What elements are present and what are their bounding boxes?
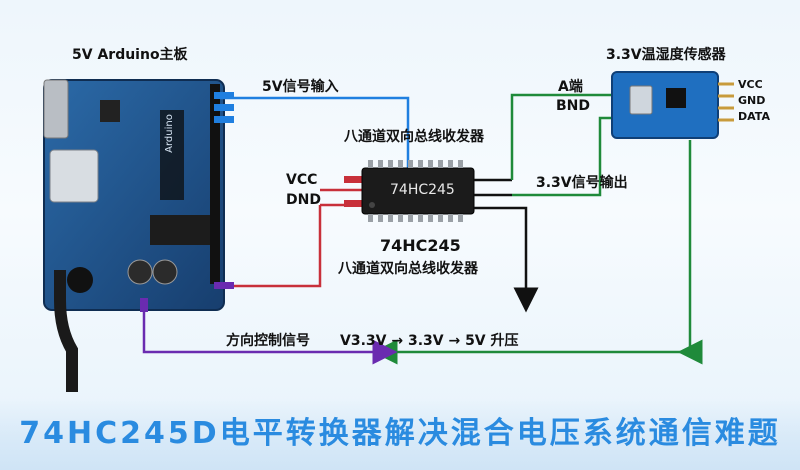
dnd-label: DND [286, 192, 321, 208]
board-brand-text: Arduino [163, 114, 175, 153]
b-pin-label: BND [556, 98, 591, 114]
wire-3v3-output [372, 93, 703, 365]
wire-5v-input [214, 92, 410, 170]
flow-label: V3.3V → 3.3V → 5V 升压 [340, 333, 519, 349]
sensor-data-pin: DATA [738, 110, 770, 123]
sensor-module [611, 71, 734, 139]
sensor-vcc-pin: VCC [738, 78, 763, 91]
chip-74hc245 [361, 160, 475, 222]
output-label: 3.3V信号输出 [536, 175, 628, 191]
chip-text: 74HC245 [390, 182, 455, 198]
wire-direction-control [140, 298, 398, 365]
sensor-label: 3.3V温湿度传感器 [606, 47, 726, 63]
arduino-label: 5V Arduino主板 [72, 47, 188, 63]
page-title: 74HC245D电平转换器解决混合电压系统通信难题 [19, 416, 781, 451]
a-pin-label: A端 [558, 79, 583, 95]
wire-output-black [474, 178, 539, 313]
chip-name-label: 74HC245 [380, 236, 461, 255]
arduino-board [43, 79, 225, 392]
sensor-gnd-pin: GND [738, 94, 766, 107]
wire-vcc-dnd [214, 176, 362, 289]
vcc-label: VCC [286, 172, 318, 188]
chip-sub-label: 八通道双向总线收发器 [338, 261, 478, 277]
input-label: 5V信号输入 [262, 79, 339, 95]
title-band [0, 398, 800, 470]
direction-label: 方向控制信号 [226, 333, 310, 349]
bus-top-label: 八通道双向总线收发器 [344, 129, 484, 145]
